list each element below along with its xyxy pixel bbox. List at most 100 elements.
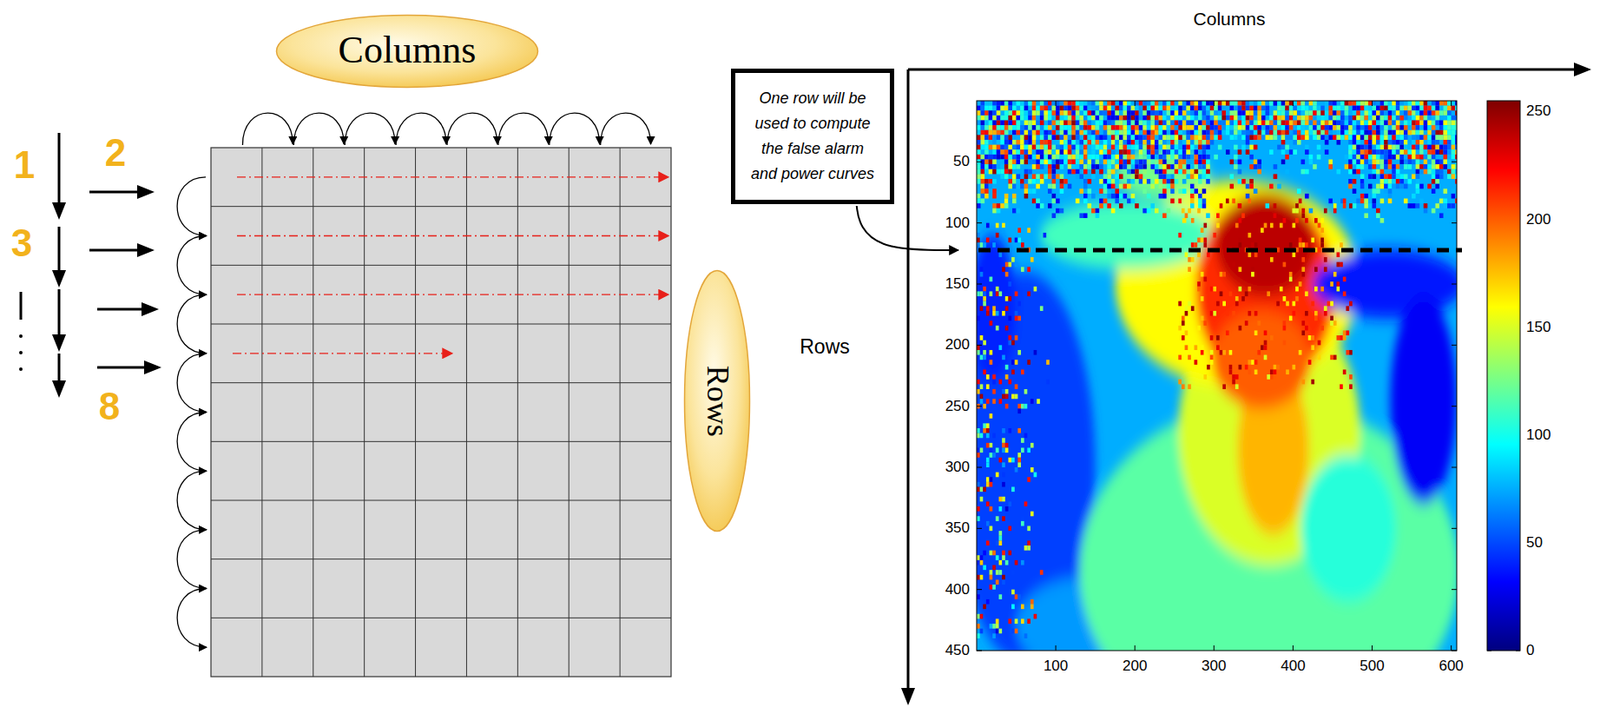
noise-speckle [992,178,997,185]
noise-speckle [1265,110,1271,116]
arrow-head [52,202,66,220]
noise-speckle [1162,110,1167,116]
noise-speckle [1106,159,1112,165]
noise-speckle [1170,178,1175,185]
noise-speckle [1408,100,1413,106]
noise-speckle [1007,178,1013,185]
noise-speckle [1134,125,1140,131]
noise-speckle [1403,149,1409,155]
grid-line [210,381,672,383]
noise-speckle [1158,110,1164,116]
noise-speckle [1419,154,1424,160]
noise-speckle [1119,164,1124,170]
noise-speckle [1162,212,1167,218]
noise-speckle [1178,149,1183,155]
noise-speckle [1372,169,1377,175]
noise-speckle [1040,134,1045,140]
noise-speckle [1194,173,1199,179]
noise-speckle [1383,154,1389,160]
noise-speckle [1419,115,1424,121]
noise-speckle [1166,125,1172,131]
noise-speckle [1221,125,1226,131]
noise-speckle [1241,130,1246,136]
noise-speckle [1391,125,1396,131]
noise-speckle [1007,115,1013,121]
noise-speckle [1170,149,1175,155]
noise-speckle [1427,169,1432,175]
row-scan-arc [177,412,207,472]
noise-speckle [1158,139,1164,145]
noise-speckle [1158,169,1164,175]
noise-speckle [982,349,987,356]
noise-speckle [988,130,994,136]
noise-speckle [1221,110,1226,116]
grid-line [210,441,672,442]
noise-speckle [1210,110,1215,116]
heat-region [1114,149,1210,198]
noise-speckle [1190,130,1195,136]
noise-speckle [1316,154,1322,160]
noise-speckle [1126,144,1132,151]
noise-speckle [1166,144,1172,151]
noise-speckle [1218,130,1223,136]
noise-speckle [1304,105,1310,112]
noise-speckle [1142,105,1147,112]
noise-speckle [1060,134,1065,140]
noise-speckle [1363,149,1369,155]
noise-speckle [1320,105,1325,112]
noise-speckle [1095,139,1100,145]
noise-speckle [1281,149,1286,155]
noise-speckle [1363,212,1369,218]
noise-speckle [1032,115,1037,121]
noise-speckle [1087,100,1093,106]
arrow-shaft [908,68,1580,72]
noise-speckle [1075,100,1080,106]
noise-speckle [1395,115,1401,121]
noise-speckle [1399,173,1404,179]
noise-speckle [1007,335,1012,341]
noise-speckle [1202,125,1207,131]
noise-speckle [1126,159,1132,165]
noise-speckle [1233,164,1238,170]
noise-speckle [1427,154,1432,160]
noise-speckle [1372,198,1377,205]
noise-speckle [1087,110,1093,116]
noise-speckle [1063,100,1068,106]
noise-speckle [1372,159,1377,165]
noise-speckle [1052,164,1057,170]
noise-speckle [1166,134,1172,140]
noise-speckle [1099,144,1104,151]
noise-speckle [1024,173,1029,179]
noise-speckle [1063,154,1068,160]
noise-speckle [1095,100,1100,106]
noise-speckle [1205,149,1211,155]
noise-speckle [981,120,986,126]
noise-speckle [1079,120,1084,126]
noise-speckle [988,115,994,121]
noise-speckle [1253,125,1258,131]
noise-speckle [1027,266,1031,272]
noise-speckle [1001,262,1006,268]
noise-speckle [1301,105,1306,112]
noise-speckle [1091,173,1096,179]
noise-speckle [1241,178,1246,185]
noise-speckle [1111,188,1116,194]
noise-speckle [1063,115,1068,121]
row-scan-arc [177,588,207,648]
noise-speckle [1174,164,1179,170]
noise-speckle [1134,144,1140,151]
noise-speckle [1047,115,1053,121]
noise-speckle [1447,134,1452,140]
noise-speckle [1360,159,1365,165]
noise-speckle [1174,125,1179,131]
noise-speckle [1411,125,1416,131]
thick-arrow [908,62,1592,77]
noise-speckle [1016,164,1021,170]
noise-speckle [1035,125,1041,131]
noise-speckle [1363,193,1369,199]
noise-speckle [1320,134,1325,140]
noise-speckle [1126,115,1132,121]
noise-speckle [1281,144,1286,151]
noise-speckle [1067,139,1073,145]
noise-speckle [1447,203,1452,209]
